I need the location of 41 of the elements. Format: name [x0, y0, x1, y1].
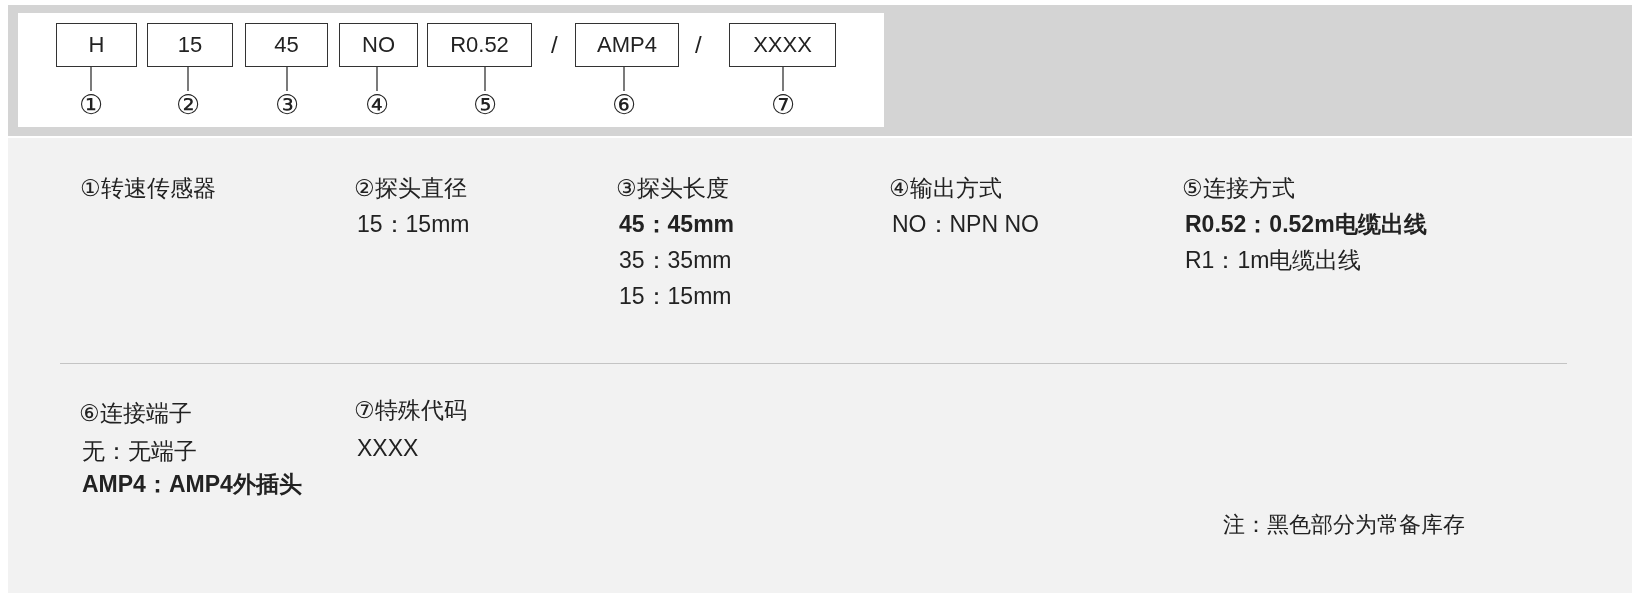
option-text: 15：15mm — [357, 210, 470, 238]
callout-number: ② — [174, 91, 202, 119]
option-text: R1：1m电缆出线 — [1185, 246, 1362, 274]
leader-line — [484, 66, 486, 92]
separator-slash: / — [551, 30, 558, 59]
leader-line — [90, 66, 92, 92]
option-text: 45：45mm — [619, 210, 735, 238]
option-text: R0.52：0.52m电缆出线 — [1185, 210, 1427, 238]
callout-number: ③ — [273, 91, 301, 119]
option-text: AMP4：AMP4外插头 — [82, 470, 302, 498]
option-text: NO：NPN NO — [892, 210, 1039, 238]
option-text: XXXX — [357, 434, 419, 462]
leader-line — [376, 66, 378, 92]
code-box: 45 — [245, 23, 328, 67]
field-heading: ②探头直径 — [354, 174, 467, 202]
leader-line — [286, 66, 288, 92]
option-text: 35：35mm — [619, 246, 732, 274]
field-heading: ⑤连接方式 — [1182, 174, 1295, 202]
leader-line — [782, 66, 784, 92]
callout-number: ⑦ — [769, 91, 797, 119]
code-box: 15 — [147, 23, 233, 67]
separator-slash: / — [695, 30, 702, 59]
code-box: R0.52 — [427, 23, 532, 67]
option-text: 无：无端子 — [82, 437, 197, 465]
field-heading: ④输出方式 — [889, 174, 1002, 202]
code-box: AMP4 — [575, 23, 679, 67]
callout-number: ⑥ — [610, 91, 638, 119]
leader-line — [623, 66, 625, 92]
field-heading: ⑦特殊代码 — [354, 396, 467, 424]
field-heading: ③探头长度 — [616, 174, 729, 202]
note-text: 注：黑色部分为常备库存 — [1223, 512, 1465, 538]
code-box: NO — [339, 23, 418, 67]
field-heading: ⑥连接端子 — [79, 399, 192, 427]
code-box: XXXX — [729, 23, 836, 67]
code-box: H — [56, 23, 137, 67]
option-text: 15：15mm — [619, 282, 732, 310]
leader-line — [187, 66, 189, 92]
field-heading: ①转速传感器 — [80, 174, 216, 202]
callout-number: ⑤ — [471, 91, 499, 119]
callout-number: ④ — [363, 91, 391, 119]
callout-number: ① — [77, 91, 105, 119]
